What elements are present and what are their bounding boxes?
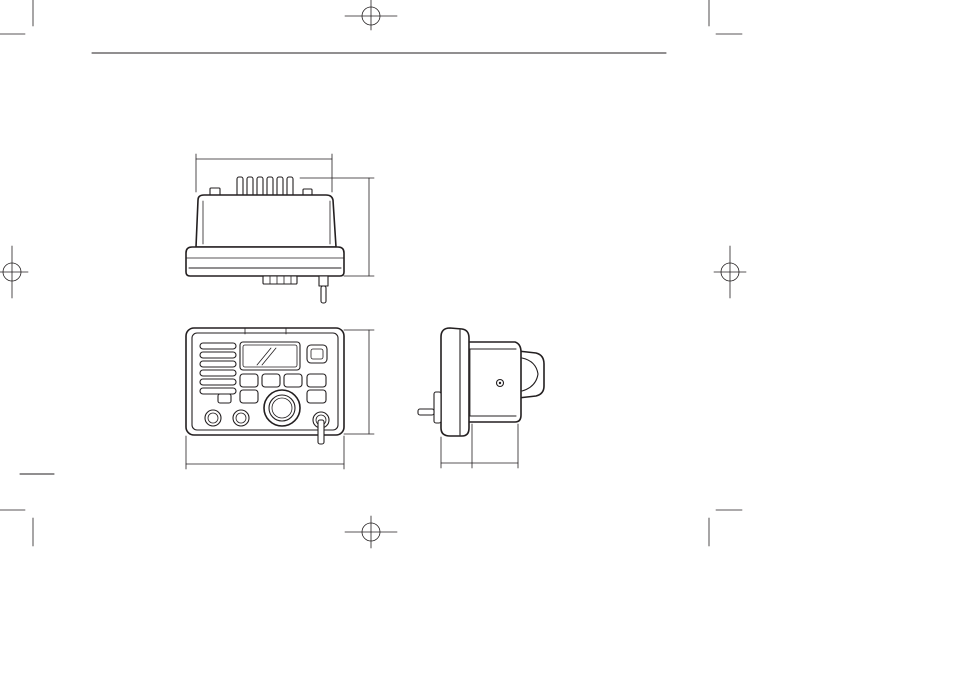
front-view — [186, 328, 374, 469]
registration-mark-left — [0, 246, 28, 298]
crop-marks — [0, 0, 742, 546]
registration-mark-bottom — [345, 516, 397, 548]
top-view — [186, 154, 374, 303]
heat-sink-fins — [237, 177, 293, 197]
side-view — [418, 328, 544, 468]
registration-mark-top — [345, 0, 397, 30]
registration-mark-right — [714, 246, 746, 298]
